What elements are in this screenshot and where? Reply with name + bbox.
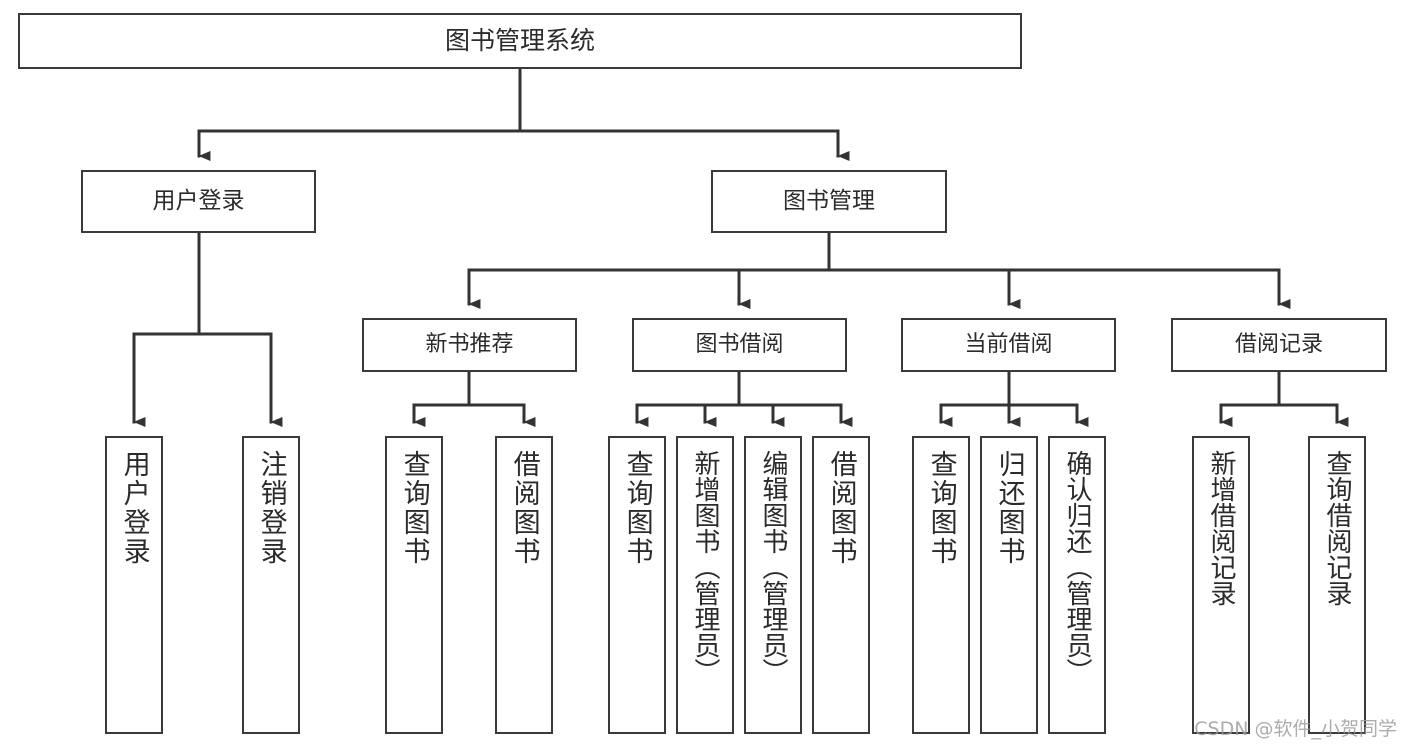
- leaf-current-borrow-confirm[interactable]: 确认归还（管理员）: [1048, 436, 1106, 734]
- watermark-text: CSDN @软件_小贺同学: [1194, 718, 1397, 740]
- node-label: 查询图书: [398, 450, 430, 566]
- node-label: 查询借阅记录: [1322, 450, 1353, 606]
- leaf-book-borrow-query[interactable]: 查询图书: [608, 436, 666, 734]
- node-label: 用户登录: [152, 187, 245, 214]
- node-label: 图书管理: [783, 187, 875, 214]
- node-label: 查询图书: [925, 450, 957, 566]
- leaf-user-login-logout[interactable]: 注销登录: [242, 436, 300, 734]
- node-label: 查询图书: [621, 450, 653, 566]
- leaf-new-book-borrow[interactable]: 借阅图书: [495, 436, 553, 734]
- node-label: 当前借阅: [964, 331, 1053, 357]
- node-label: 新增图书（管理员）: [690, 450, 721, 684]
- leaf-book-borrow-add[interactable]: 新增图书（管理员）: [676, 436, 734, 734]
- node-label: 编辑图书（管理员）: [758, 450, 789, 684]
- node-new-book-recommend[interactable]: 新书推荐: [362, 318, 577, 372]
- node-user-login[interactable]: 用户登录: [81, 170, 316, 233]
- leaf-user-login-login[interactable]: 用户登录: [105, 436, 163, 734]
- node-label: 图书借阅: [695, 331, 784, 357]
- node-label: 图书管理系统: [444, 26, 595, 55]
- leaf-borrow-record-query[interactable]: 查询借阅记录: [1308, 436, 1366, 734]
- node-label: 新增借阅记录: [1206, 450, 1237, 606]
- node-current-borrow[interactable]: 当前借阅: [901, 318, 1116, 372]
- node-label: 归还图书: [993, 450, 1025, 566]
- node-root-system[interactable]: 图书管理系统: [18, 13, 1022, 69]
- node-label: 确认归还（管理员）: [1062, 450, 1093, 684]
- node-borrow-record[interactable]: 借阅记录: [1171, 318, 1387, 372]
- node-label: 新书推荐: [425, 331, 514, 357]
- node-label: 借阅图书: [508, 450, 540, 566]
- node-book-borrow[interactable]: 图书借阅: [632, 318, 847, 372]
- leaf-book-borrow-edit[interactable]: 编辑图书（管理员）: [744, 436, 802, 734]
- leaf-borrow-record-add[interactable]: 新增借阅记录: [1192, 436, 1250, 734]
- node-label: 注销登录: [255, 450, 287, 566]
- leaf-book-borrow-borrow[interactable]: 借阅图书: [812, 436, 870, 734]
- leaf-current-borrow-return[interactable]: 归还图书: [980, 436, 1038, 734]
- node-label: 借阅记录: [1234, 331, 1323, 357]
- leaf-new-book-query[interactable]: 查询图书: [385, 436, 443, 734]
- node-label: 用户登录: [118, 450, 150, 566]
- node-label: 借阅图书: [825, 450, 857, 566]
- leaf-current-borrow-query[interactable]: 查询图书: [912, 436, 970, 734]
- node-book-manage[interactable]: 图书管理: [711, 170, 947, 233]
